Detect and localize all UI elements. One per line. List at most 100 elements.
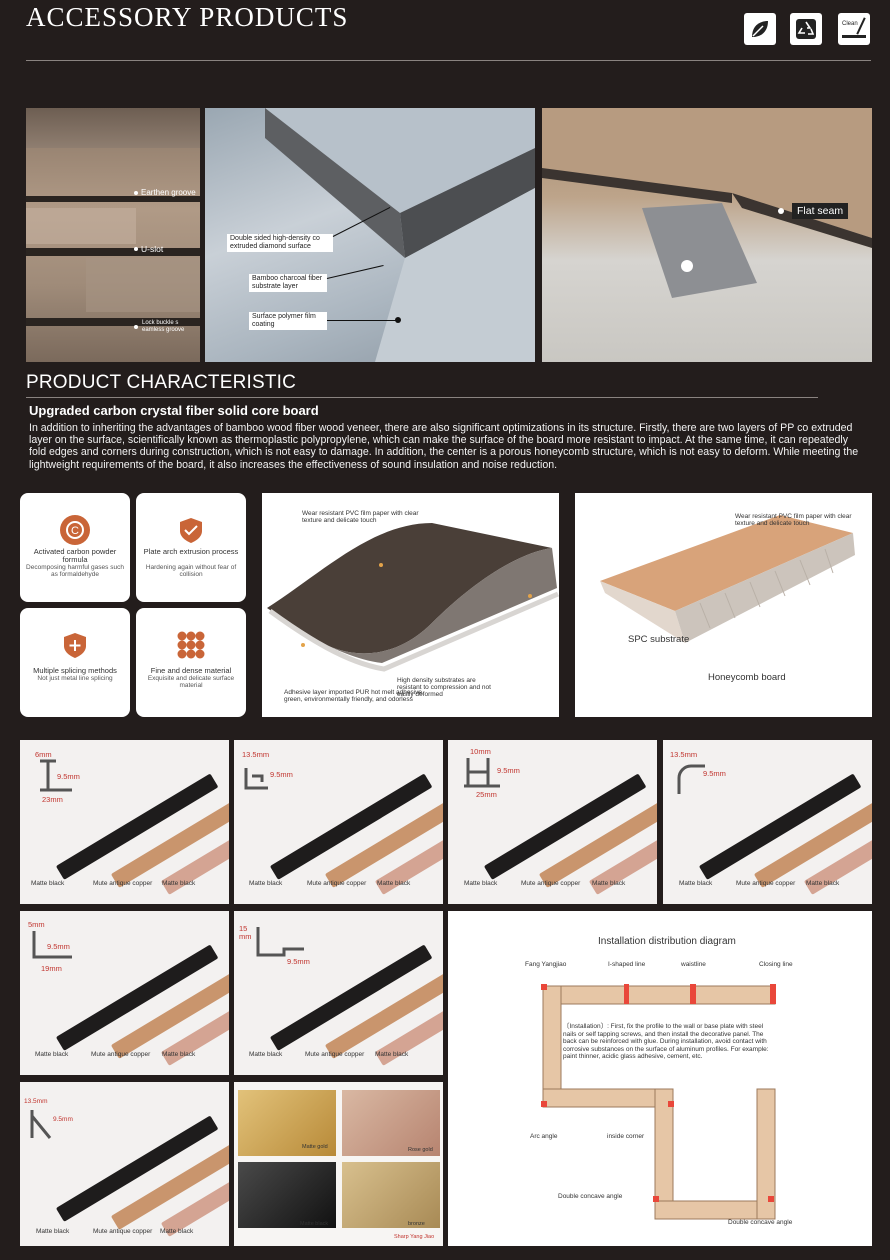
- feature-desc: Decomposing harmful gases such as formal…: [26, 564, 124, 578]
- swatch-label: Matte black: [162, 880, 196, 887]
- finish-label: bronze: [408, 1221, 425, 1227]
- finish-label: Matte black: [300, 1221, 329, 1227]
- finishes-panel: Matte gold Rose gold Matte black bronze …: [234, 1082, 443, 1246]
- seam-graphic: [542, 108, 872, 298]
- feature-title: Activated carbon powder formula: [33, 547, 117, 564]
- shield-check-icon: [176, 515, 206, 545]
- diagram-label: inside corner: [607, 1133, 645, 1140]
- swatch-label: Mute antique copper: [91, 1051, 151, 1058]
- profile-cell-arc: 13.5mm 9.5mm Matte black Mute antique co…: [663, 740, 872, 904]
- finishes-footer: Sharp Yang Jiao: [394, 1234, 435, 1240]
- feature-card-extrusion: Plate arch extrusion process Hardening a…: [136, 493, 246, 602]
- honeycomb-board-label: Honeycomb board: [708, 672, 786, 683]
- dimension-label: 9.5mm: [270, 770, 293, 779]
- diagram-label: I-shaped line: [608, 961, 646, 968]
- feature-card-material: Fine and dense material Exquisite and de…: [136, 608, 246, 717]
- dimension-label: 9.5mm: [287, 957, 310, 966]
- polymer-film-label: Surface polymer film coating: [249, 312, 327, 330]
- dimension-label: 9.5mm: [703, 769, 726, 778]
- swatch-label: Matte black: [377, 880, 411, 887]
- page-title: ACCESSORY PRODUCTS: [26, 2, 349, 32]
- diamond-surface-label: Double sided high-density co extruded di…: [227, 234, 333, 252]
- bamboo-layer-label: Bamboo charcoal fiber substrate layer: [249, 274, 327, 292]
- swatch-label: Matte black: [464, 880, 498, 887]
- swatch-label: Matte black: [806, 880, 840, 887]
- shield-plus-icon: [60, 630, 90, 660]
- feature-desc: Not just metal line splicing: [37, 675, 113, 682]
- dimension-label: 23mm: [42, 795, 63, 804]
- floor-plan-graphic: [541, 984, 776, 1220]
- dimension-label: 5mm: [28, 920, 45, 929]
- dimension-label: 19mm: [41, 964, 62, 973]
- dimension-label: 13.5mm: [670, 750, 698, 759]
- board-section-graphic: [265, 108, 535, 362]
- swatch-label: Matte black: [375, 1051, 409, 1058]
- diagram-label: Fang Yangjiao: [525, 961, 567, 968]
- curved-board-graphic: [267, 523, 559, 672]
- dimension-label: 9.5mm: [57, 772, 80, 781]
- finish-label: Rose gold: [408, 1147, 433, 1153]
- feature-card-carbon: C Activated carbon powder formula Decomp…: [20, 493, 130, 602]
- dimension-label: 25mm: [476, 790, 497, 799]
- swatch-label: Mute antique copper: [93, 1228, 153, 1235]
- lock-buckle-label: Lock buckle s eamless groove: [142, 320, 185, 333]
- swatch-label: Matte black: [35, 1051, 69, 1058]
- swatch-label: Matte black: [592, 880, 626, 887]
- feature-desc: Exquisite and delicate surface material: [147, 675, 235, 689]
- swatch-label: Mute antique copper: [736, 880, 796, 887]
- honeycomb-icon: [176, 630, 206, 660]
- swatch-label: Mute antique copper: [521, 880, 581, 887]
- dimension-label: 6mm: [35, 750, 52, 759]
- eco-badge: [744, 13, 776, 45]
- dimension-label: 10mm: [470, 747, 491, 756]
- feature-card-splicing: Multiple splicing methods Not just metal…: [20, 608, 130, 717]
- profile-cell-l-shaped: 5mm 9.5mm 19mm Matte black Mute antique …: [20, 911, 229, 1075]
- installation-note: 〔Installation〕: First, fix the profile t…: [563, 1023, 771, 1061]
- swatch-label: Matte black: [679, 880, 713, 887]
- diagram-label: Closing line: [759, 961, 793, 968]
- characteristic-divider: [26, 397, 818, 398]
- swatch-label: Matte black: [160, 1228, 194, 1235]
- characteristic-heading: PRODUCT CHARACTERISTIC: [26, 372, 297, 393]
- finish-swatch-gold: [238, 1090, 336, 1156]
- recycle-icon: [796, 19, 816, 39]
- diagram-label: waistline: [681, 961, 706, 968]
- swatch-label: Mute antique copper: [305, 1051, 365, 1058]
- dimension-label: 9.5mm: [497, 766, 520, 775]
- profile-cell-i-shaped: 6mm 9.5mm 23mm Matte black Mute antique …: [20, 740, 229, 904]
- substrate-layer-label: High density substrates are resistant to…: [397, 677, 491, 698]
- flat-seam-photo: Flat seam: [542, 108, 872, 362]
- swatch-label: Matte black: [36, 1228, 70, 1235]
- characteristic-subheading: Upgraded carbon crystal fiber solid core…: [29, 403, 319, 418]
- clean-icon: Clean: [840, 15, 868, 43]
- diagram-label: Double concave angle: [728, 1219, 793, 1226]
- profile-cell-step: 15 mm 9.5mm Matte black Mute antique cop…: [234, 911, 443, 1075]
- finish-swatch-rose: [342, 1090, 440, 1156]
- layers-photo: Double sided high-density co extruded di…: [205, 108, 535, 362]
- dimension-label: 9.5mm: [47, 942, 70, 951]
- finish-swatch-black: [238, 1162, 336, 1228]
- finish-label: Matte gold: [302, 1144, 328, 1150]
- spc-substrate-label: SPC substrate: [628, 634, 690, 645]
- adhesive-layer-label: Adhesive layer imported PUR hot melt adh…: [284, 689, 424, 703]
- dimension-label: 9.5mm: [53, 1116, 73, 1123]
- installation-diagram: Installation distribution diagram Fang Y…: [448, 911, 872, 1246]
- profile-cell-corner: 13.5mm 9.5mm Matte black Mute antique co…: [234, 740, 443, 904]
- dimension-label: 13.5mm: [24, 1098, 48, 1105]
- spc-board-panel: Wear resistant PVC film paper with clear…: [575, 493, 872, 717]
- wear-layer-label: Wear resistant PVC film paper with clear…: [302, 510, 419, 524]
- feature-title: Plate arch extrusion process: [143, 547, 239, 556]
- flat-seam-label: Flat seam: [792, 203, 849, 219]
- installation-title: Installation distribution diagram: [598, 936, 736, 947]
- feature-desc: Hardening again without fear of collisio…: [145, 564, 237, 578]
- diagram-label: Arc angle: [530, 1133, 558, 1140]
- feature-title: Multiple splicing methods: [33, 666, 117, 675]
- profile-cell-h-shaped: 10mm 9.5mm 25mm Matte black Mute antique…: [448, 740, 657, 904]
- swatch-label: Matte black: [162, 1051, 196, 1058]
- recycle-badge: [790, 13, 822, 45]
- earthen-groove-label: Earthen groove: [141, 188, 196, 197]
- carbon-molecule-icon: C: [60, 515, 90, 545]
- dimension-label: 15 mm: [239, 924, 252, 941]
- swatch-label: Mute antique copper: [307, 880, 367, 887]
- finish-swatch-bronze: [342, 1162, 440, 1228]
